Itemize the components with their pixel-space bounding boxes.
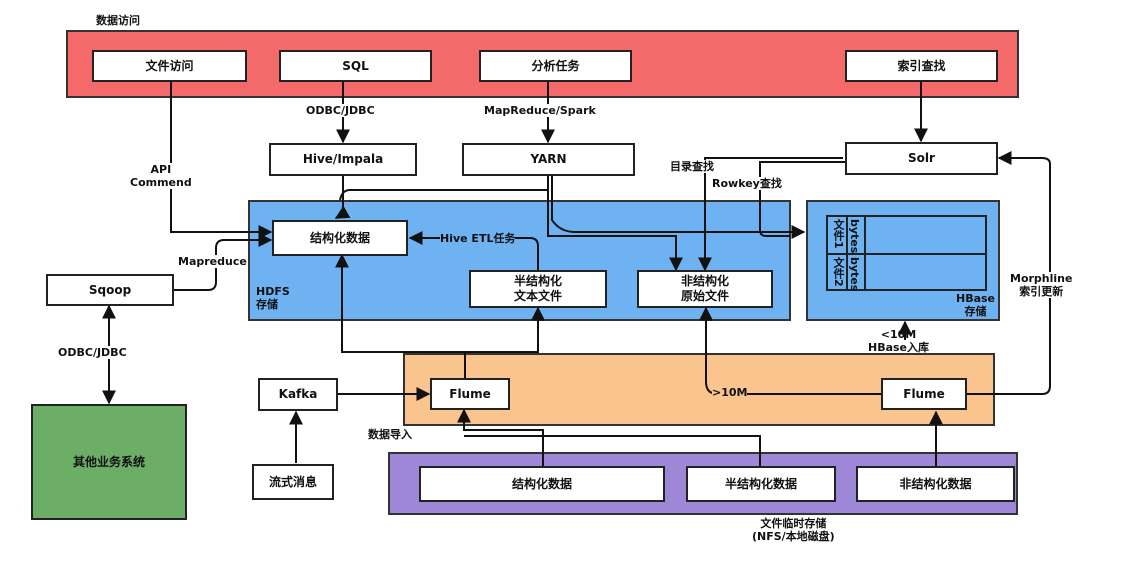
odbc-jdbc-left-label: ODBC/JDBC: [58, 346, 127, 360]
api-command-label: API Commend: [130, 163, 192, 190]
data-access-title: 数据访问: [96, 14, 140, 27]
hdfs-semi-structured-box: 半结构化 文本文件: [469, 270, 607, 308]
edge-yarn-structured: [339, 176, 549, 201]
temp-storage-title: 文件临时存储 (NFS/本地磁盘): [752, 517, 835, 544]
morphline-label: Morphline 索引更新: [1010, 272, 1073, 299]
catalog-lookup-label: 目录查找: [670, 160, 714, 174]
stream-message-box: 流式消息: [252, 464, 334, 500]
hdfs-structured-box: 结构化数据: [272, 220, 408, 256]
mapreduce-label: Mapreduce: [178, 255, 247, 269]
lt10m-label: <10M HBase入库: [868, 328, 930, 355]
hbase-file2-label: 文件2: [832, 257, 845, 287]
hdfs-label: HDFS 存储: [256, 285, 290, 312]
temp-structured-box: 结构化数据: [419, 466, 665, 502]
hive-impala-box: Hive/Impala: [269, 143, 417, 176]
odbc-jdbc-top-label: ODBC/JDBC: [306, 104, 375, 118]
sqoop-box: Sqoop: [46, 274, 174, 306]
temp-semi-structured-box: 半结构化数据: [686, 466, 836, 502]
yarn-box: YARN: [462, 143, 635, 176]
hbase-file1-label: 文件1: [832, 219, 845, 249]
flume-right-box: Flume: [881, 378, 967, 410]
hdfs-unstructured-box: 非结构化 原始文件: [637, 270, 773, 308]
sql-box: SQL: [279, 50, 432, 82]
mapreduce-spark-label: MapReduce/Spark: [484, 104, 596, 118]
gt10m-label: >10M: [712, 386, 748, 400]
hbase-bytes1-label: bytes: [848, 219, 861, 254]
hive-etl-label: Hive ETL任务: [440, 232, 516, 246]
hbase-bytes2-label: bytes: [848, 257, 861, 292]
rowkey-lookup-label: Rowkey查找: [712, 177, 782, 191]
temp-unstructured-box: 非结构化数据: [856, 466, 1015, 502]
kafka-box: Kafka: [258, 378, 338, 411]
index-lookup-box: 索引查找: [845, 50, 998, 82]
data-import-title: 数据导入: [368, 428, 412, 441]
solr-box: Solr: [845, 142, 998, 175]
other-systems-box: 其他业务系统: [31, 404, 187, 520]
hbase-label: HBase 存储: [956, 292, 996, 319]
file-access-box: 文件访问: [92, 50, 247, 82]
flume-left-box: Flume: [430, 378, 510, 410]
hbase-table: 文件1 bytes 文件2 bytes: [826, 215, 987, 291]
analysis-task-box: 分析任务: [479, 50, 632, 82]
